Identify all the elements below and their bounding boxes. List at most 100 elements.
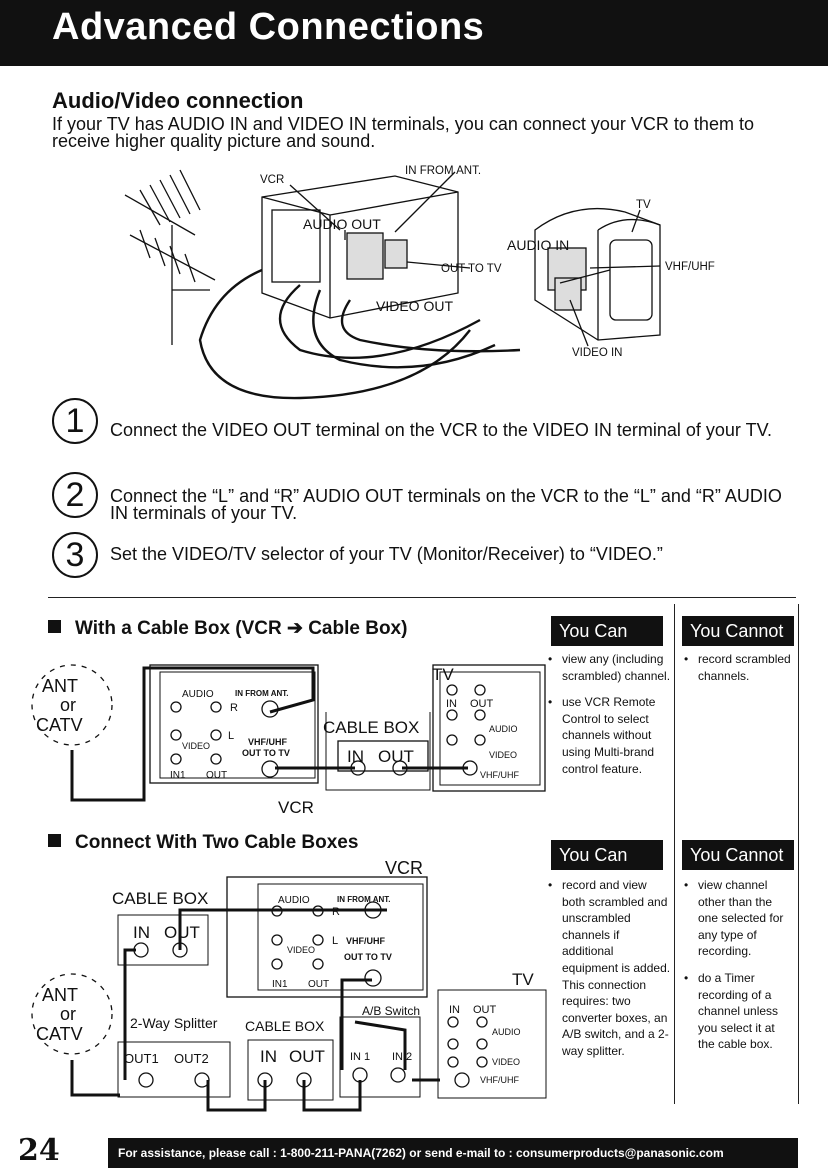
label-r: R <box>332 906 340 918</box>
label-tv-video: VIDEO <box>492 1057 520 1067</box>
label-out: OUT <box>164 923 200 942</box>
label-l: L <box>228 730 234 742</box>
two-boxes-heading: Connect With Two Cable Boxes <box>48 832 358 854</box>
tv-device <box>534 207 661 341</box>
label-vcr-in1: IN1 <box>272 979 288 990</box>
step-3-text: Set the VIDEO/TV selector of your TV (Mo… <box>110 544 663 564</box>
label-ant: ANT <box>42 985 78 1005</box>
label-tv-out: OUT <box>470 698 494 710</box>
label-out-to-tv: OUT TO TV <box>242 748 290 758</box>
label-out2: OUT2 <box>174 1051 209 1066</box>
label-l: L <box>332 935 338 947</box>
label-in1: IN 1 <box>350 1051 370 1063</box>
step-3-number: 3 <box>52 532 98 578</box>
label-tv-vhfuhf: VHF/UHF <box>480 770 519 780</box>
cable-box-you-can-list: view any (including scrambled) channel. … <box>546 651 672 787</box>
label-audio-out: AUDIO OUT <box>303 216 381 232</box>
cable-box-heading: With a Cable Box (VCR ➔ Cable Box) <box>48 617 407 640</box>
label-video-out: VIDEO OUT <box>376 298 453 314</box>
cable-box-diagram-labels: ANT or CATV AUDIO IN FROM ANT. R L VIDEO… <box>36 665 519 817</box>
label-out-to-tv: OUT TO TV <box>344 952 392 962</box>
label-vhf-uhf: VHF/UHF <box>665 261 715 273</box>
label-in-from-ant: IN FROM ANT. <box>337 895 390 904</box>
you-cannot-tab: You Cannot <box>682 616 794 646</box>
label-video: VIDEO <box>287 945 315 955</box>
label-in-from-ant: IN FROM ANT. <box>405 165 481 177</box>
two-boxes-you-cannot-list: view channel other than the one selected… <box>682 877 794 1063</box>
list-item: record scrambled channels. <box>682 651 794 684</box>
label-cable-box: CABLE BOX <box>112 889 208 908</box>
title-banner: Advanced Connections <box>0 0 828 66</box>
column-divider <box>674 604 675 1104</box>
two-boxes-diagram-labels: VCR CABLE BOX IN OUT ANT or CATV 2-Way S… <box>36 858 534 1085</box>
main-diagram-labels: VCR IN FROM ANT. TV AUDIO OUT AUDIO IN O… <box>260 165 715 359</box>
cable-box-diagram <box>31 664 546 802</box>
label-tv-audio: AUDIO <box>489 724 518 734</box>
you-can-tab-2: You Can <box>551 840 663 870</box>
label-catv: CATV <box>36 715 83 735</box>
label-tv-video: VIDEO <box>489 750 517 760</box>
bullet-square-icon <box>48 620 61 633</box>
intro-text: If your TV has AUDIO IN and VIDEO IN ter… <box>52 114 754 151</box>
label-tv-out: OUT <box>473 1004 497 1016</box>
bullet-square-icon <box>48 834 61 847</box>
label-video: VIDEO <box>182 741 210 751</box>
list-item: view any (including scrambled) channel. <box>546 651 672 684</box>
list-item: do a Timer recording of a channel unless… <box>682 970 794 1053</box>
section-divider <box>48 597 796 598</box>
label-in1: IN1 <box>170 770 186 781</box>
label-vcr: VCR <box>278 798 314 817</box>
label-splitter: 2-Way Splitter <box>130 1015 218 1031</box>
you-can-tab: You Can <box>551 616 663 646</box>
label-tv: TV <box>432 665 454 684</box>
step-2-text: Connect the “L” and “R” AUDIO OUT termin… <box>110 486 782 523</box>
list-item: record and view both scrambled and unscr… <box>546 877 672 1060</box>
two-boxes-heading-text: Connect With Two Cable Boxes <box>75 832 359 853</box>
label-tv-audio: AUDIO <box>492 1027 521 1037</box>
label-audio: AUDIO <box>278 895 310 906</box>
page-title: Advanced Connections <box>52 6 485 48</box>
label-vhf-uhf: VHF/UHF <box>248 737 287 747</box>
label-ant: ANT <box>42 676 78 696</box>
page-number: 24 <box>18 1133 60 1168</box>
label-audio: AUDIO <box>182 689 214 700</box>
label-vhf-uhf: VHF/UHF <box>346 936 385 946</box>
label-out-to-tv: OUT TO TV <box>441 263 502 275</box>
you-cannot-tab-2: You Cannot <box>682 840 794 870</box>
assistance-footer: For assistance, please call : 1-800-211-… <box>108 1138 798 1168</box>
label-vcr: VCR <box>385 858 423 878</box>
two-boxes-you-can-list: record and view both scrambled and unscr… <box>546 877 672 1070</box>
list-item: view channel other than the one selected… <box>682 877 794 960</box>
vcr-device <box>261 175 459 319</box>
label-in: IN <box>133 923 150 942</box>
column-divider-right <box>798 604 799 1104</box>
label-vcr-out: OUT <box>308 979 329 990</box>
label-in-box2: IN <box>260 1047 277 1066</box>
label-or: or <box>60 695 76 715</box>
label-tv-vhfuhf: VHF/UHF <box>480 1075 519 1085</box>
label-in2: IN 2 <box>392 1051 412 1063</box>
label-ab-switch: A/B Switch <box>362 1004 420 1018</box>
label-in-from-ant: IN FROM ANT. <box>235 689 288 698</box>
cable-box-you-cannot-list: record scrambled channels. <box>682 651 794 694</box>
cable-box-heading-text: With a Cable Box (VCR ➔ Cable Box) <box>75 618 408 639</box>
label-tv: TV <box>512 970 534 989</box>
list-item: use VCR Remote Control to select channel… <box>546 694 672 777</box>
label-cable-box-2: CABLE BOX <box>245 1018 325 1034</box>
step-2-number: 2 <box>52 472 98 518</box>
main-av-diagram <box>124 169 661 400</box>
label-out: OUT <box>206 770 227 781</box>
label-out1: OUT1 <box>124 1051 159 1066</box>
label-video-in: VIDEO IN <box>572 347 622 359</box>
label-tv-in: IN <box>449 1004 460 1016</box>
label-cable-box: CABLE BOX <box>323 718 419 737</box>
label-tv-in: IN <box>446 698 457 710</box>
step-1-text: Connect the VIDEO OUT terminal on the VC… <box>110 420 772 440</box>
label-in: IN <box>347 747 364 766</box>
section-title: Audio/Video connection <box>52 88 304 113</box>
label-vcr: VCR <box>260 174 284 186</box>
label-or: or <box>60 1004 76 1024</box>
label-catv: CATV <box>36 1024 83 1044</box>
label-r: R <box>230 702 238 714</box>
